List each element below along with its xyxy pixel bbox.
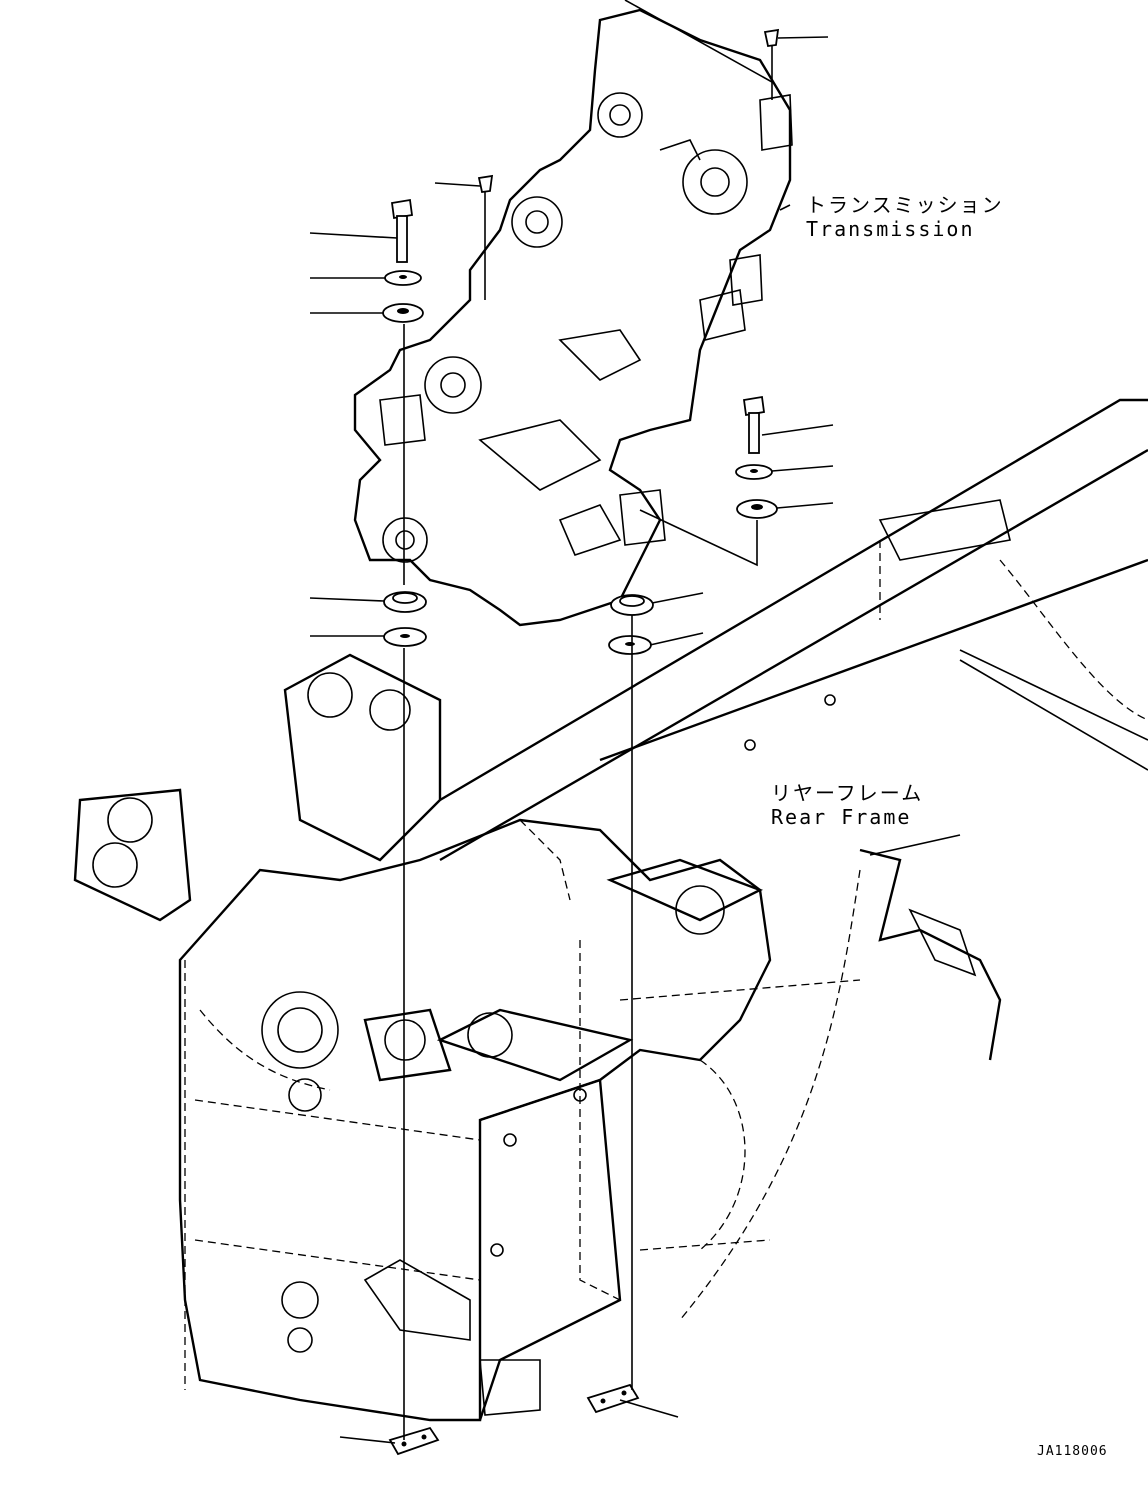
transmission-label-jp: トランスミッション [806,193,1004,217]
transmission-assembly [353,8,793,627]
transmission-label: トランスミッション Transmission [806,193,1004,241]
assembly-guide-lines [403,0,773,1440]
rear-frame-label-en: Rear Frame [771,805,912,829]
rear-frame [73,398,1148,1422]
rear-frame-label: リヤーフレーム Rear Frame [771,781,923,829]
transmission-label-en: Transmission [806,217,975,241]
mount-parts [382,28,780,1456]
drawing-code: JA118006 [1037,1444,1108,1459]
rear-frame-label-jp: リヤーフレーム [771,781,924,805]
leader-lines [309,36,961,1444]
